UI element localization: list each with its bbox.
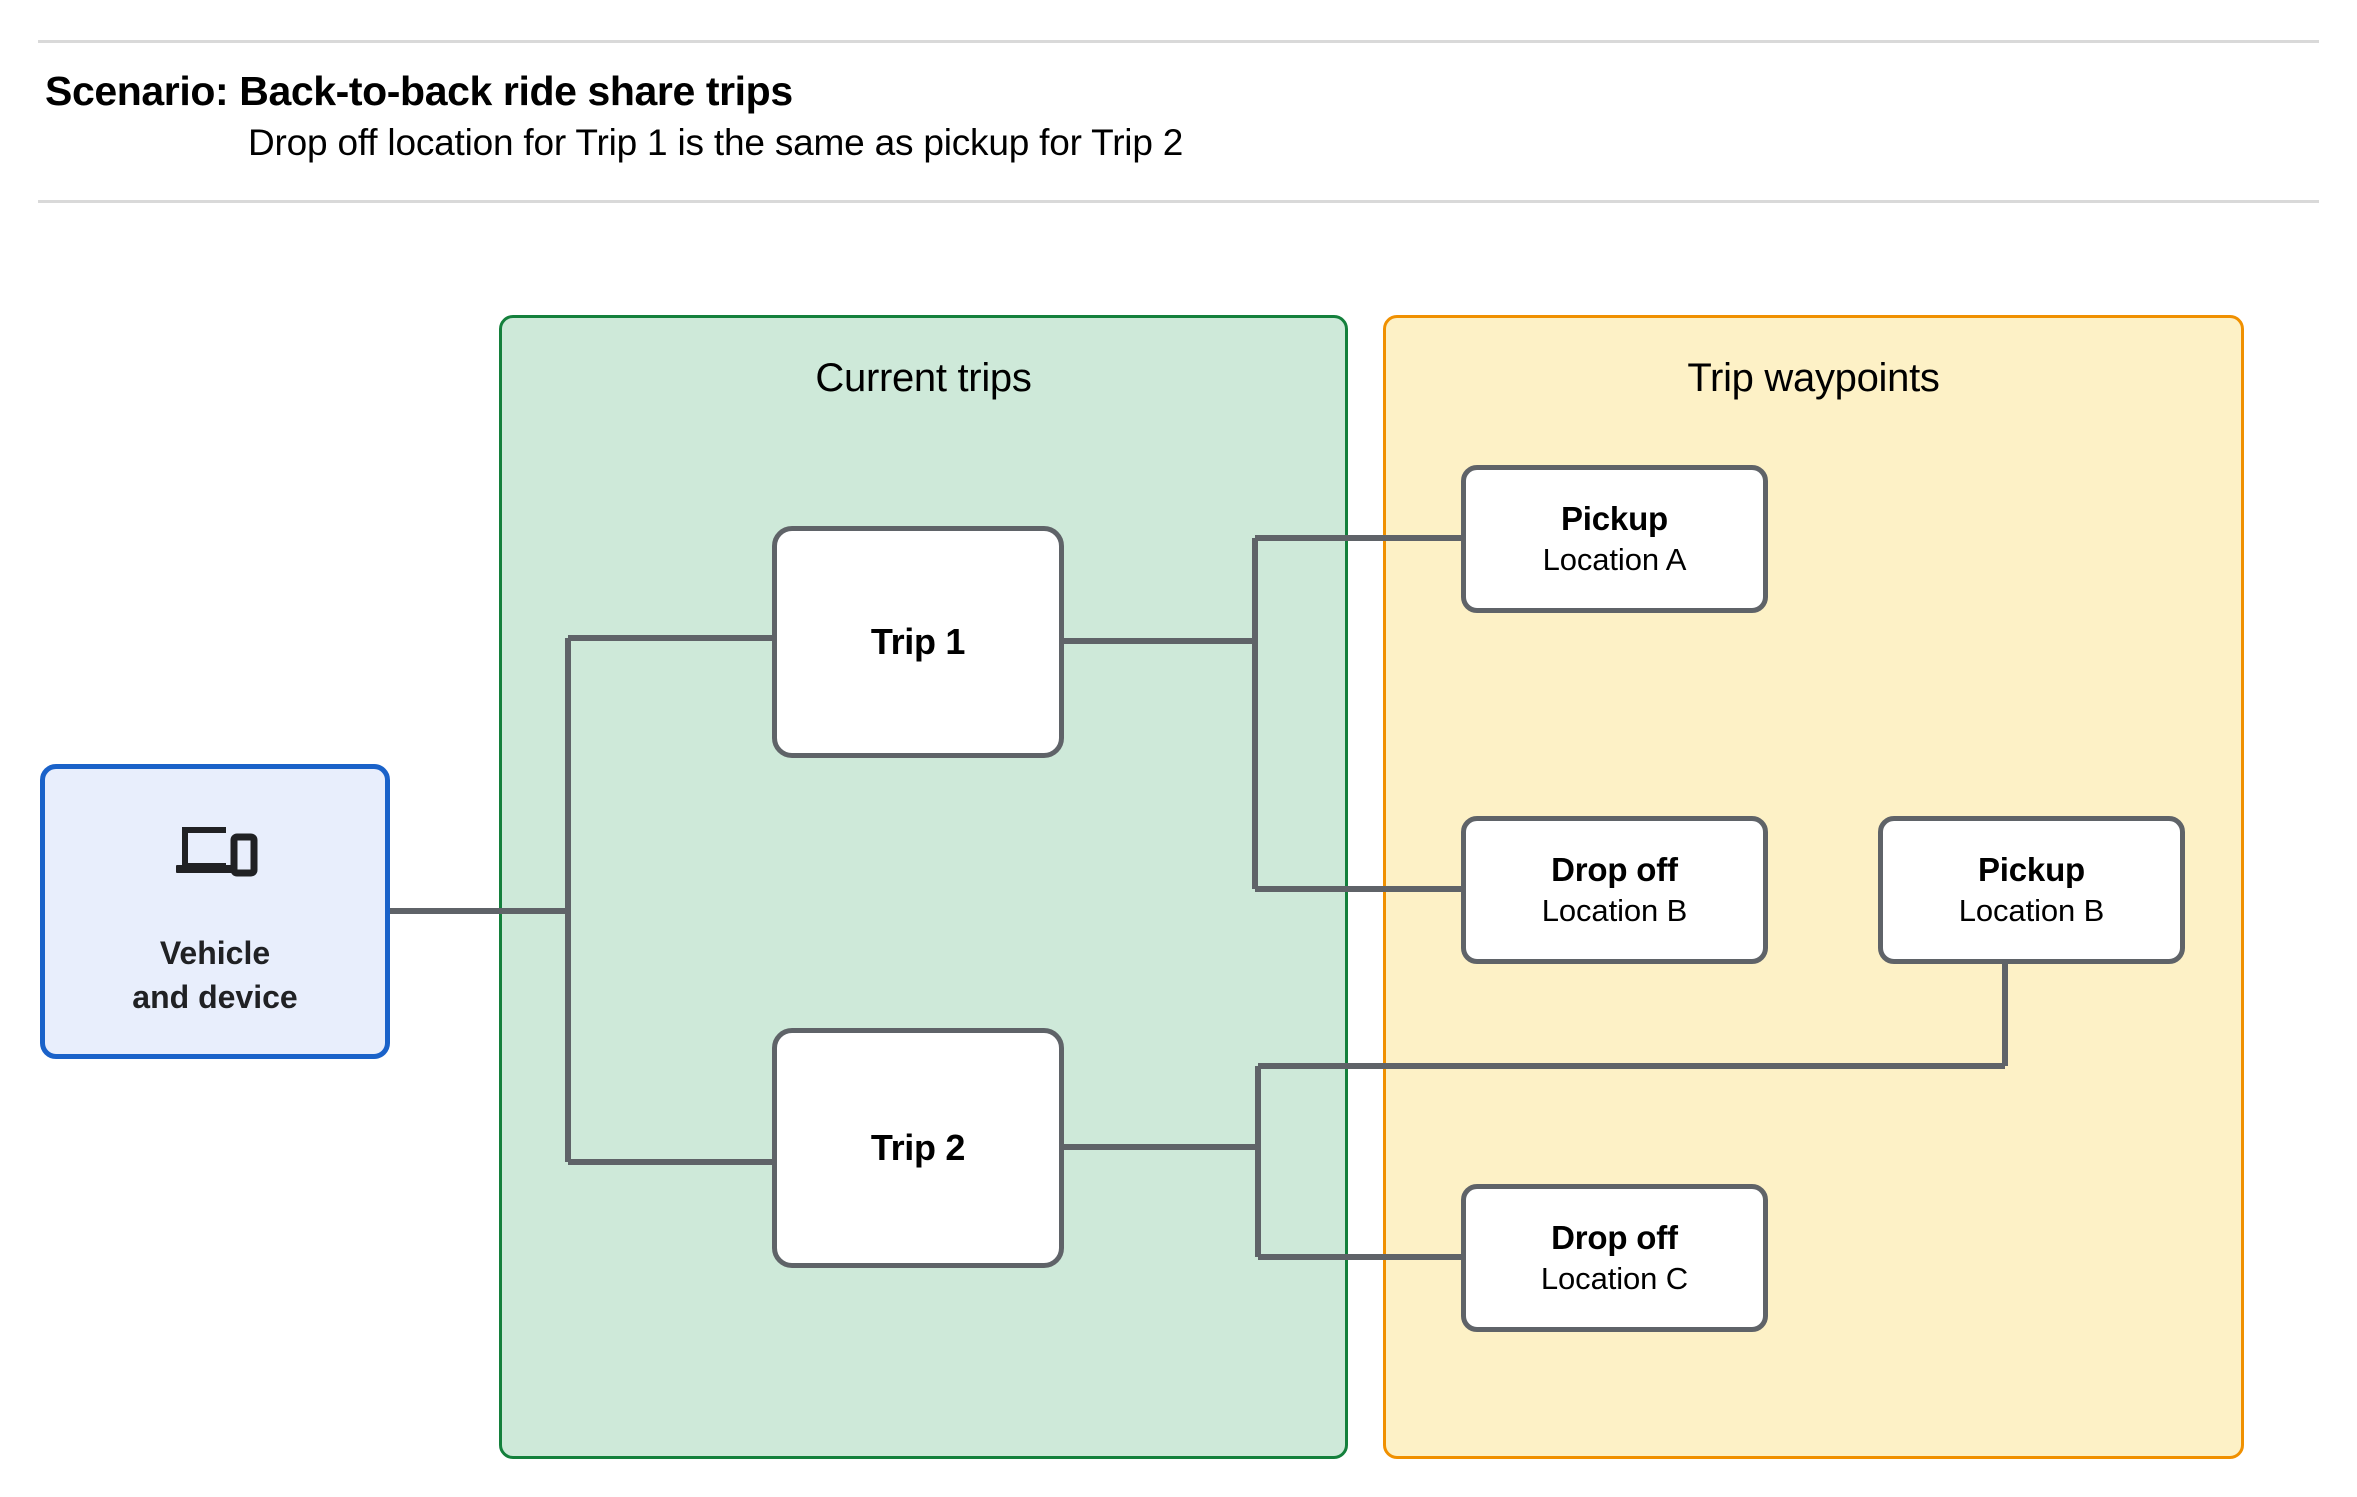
group-trip-waypoints-title: Trip waypoints bbox=[1687, 356, 1940, 400]
page-subtitle: Drop off location for Trip 1 is the same… bbox=[248, 122, 1184, 163]
page-title: Scenario: Back-to-back ride share trips bbox=[45, 68, 793, 114]
waypoint-kind-label: Drop off bbox=[1551, 1219, 1678, 1256]
node-trip-2[interactable]: Trip 2 bbox=[772, 1028, 1064, 1268]
waypoint-location-label: Location B bbox=[1958, 893, 2105, 928]
waypoint-location-label: Location A bbox=[1542, 542, 1687, 577]
node-trip-1-label: Trip 1 bbox=[870, 621, 966, 662]
group-current-trips-title: Current trips bbox=[815, 356, 1032, 400]
node-trip-2-label: Trip 2 bbox=[870, 1127, 966, 1168]
header-divider-bottom bbox=[38, 200, 2319, 203]
waypoint-kind-label: Pickup bbox=[1560, 500, 1668, 537]
group-current-trips: Current trips bbox=[499, 315, 1348, 1459]
devices-icon bbox=[45, 821, 385, 881]
waypoint-location-label: Location B bbox=[1541, 893, 1688, 928]
node-waypoint-dropoff-location-b[interactable]: Drop off Location B bbox=[1461, 816, 1768, 964]
waypoint-kind-label: Pickup bbox=[1977, 851, 2085, 888]
node-waypoint-pickup-location-a[interactable]: Pickup Location A bbox=[1461, 465, 1768, 613]
waypoint-kind-label: Drop off bbox=[1551, 851, 1678, 888]
node-vehicle-label: Vehicle and device bbox=[132, 935, 298, 1015]
header-divider-top bbox=[38, 40, 2319, 43]
node-trip-1[interactable]: Trip 1 bbox=[772, 526, 1064, 758]
node-waypoint-dropoff-location-c[interactable]: Drop off Location C bbox=[1461, 1184, 1768, 1332]
header: Scenario: Back-to-back ride share trips … bbox=[0, 0, 2357, 205]
waypoint-location-label: Location C bbox=[1540, 1261, 1689, 1296]
node-vehicle-and-device[interactable]: Vehicle and device bbox=[40, 764, 390, 1059]
node-waypoint-pickup-location-b[interactable]: Pickup Location B bbox=[1878, 816, 2185, 964]
